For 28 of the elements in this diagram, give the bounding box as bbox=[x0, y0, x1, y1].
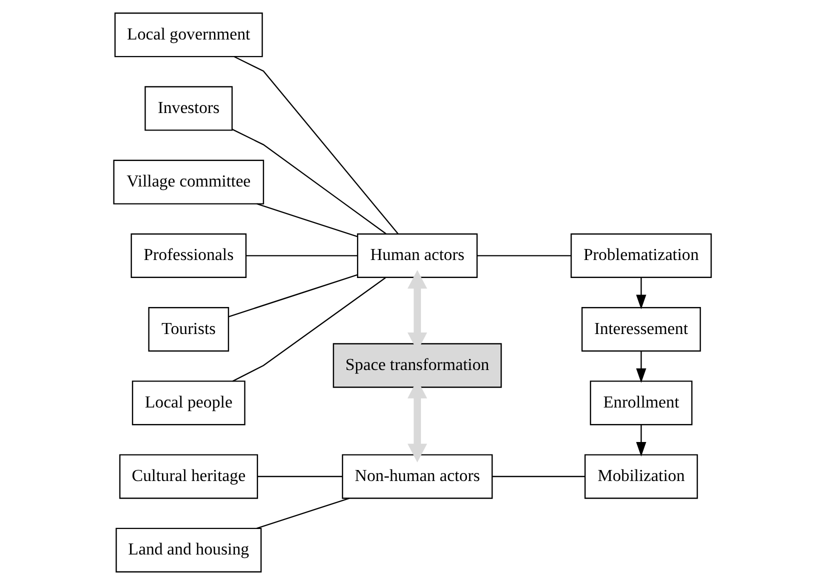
node-box: Mobilization bbox=[584, 454, 698, 499]
node-box: Interessement bbox=[580, 306, 700, 352]
connector bbox=[231, 128, 386, 234]
node-box: Human actors bbox=[356, 233, 478, 278]
arrow bbox=[636, 278, 646, 310]
node-box: Problematization bbox=[570, 233, 712, 278]
node-box: Local government bbox=[114, 12, 262, 58]
connector bbox=[476, 255, 571, 256]
connector bbox=[256, 203, 358, 238]
connector bbox=[246, 255, 358, 256]
node-box: Village committee bbox=[112, 160, 264, 204]
node-box: Enrollment bbox=[589, 380, 692, 426]
connector bbox=[234, 56, 398, 234]
node-box: Cultural heritage bbox=[118, 454, 258, 499]
node-box: Non-human actors bbox=[341, 454, 492, 499]
node-box: Professionals bbox=[130, 233, 246, 278]
arrow bbox=[636, 424, 646, 456]
connector bbox=[256, 476, 342, 478]
node-box: Space transformation bbox=[332, 343, 502, 388]
arrow bbox=[636, 351, 646, 383]
connector bbox=[492, 476, 584, 478]
node-box: Investors bbox=[144, 86, 232, 131]
connector bbox=[256, 498, 350, 529]
node-box: Land and housing bbox=[115, 528, 262, 572]
connector bbox=[228, 274, 358, 318]
node-box: Local people bbox=[131, 380, 245, 426]
node-box: Tourists bbox=[148, 306, 229, 352]
connector bbox=[232, 277, 386, 382]
